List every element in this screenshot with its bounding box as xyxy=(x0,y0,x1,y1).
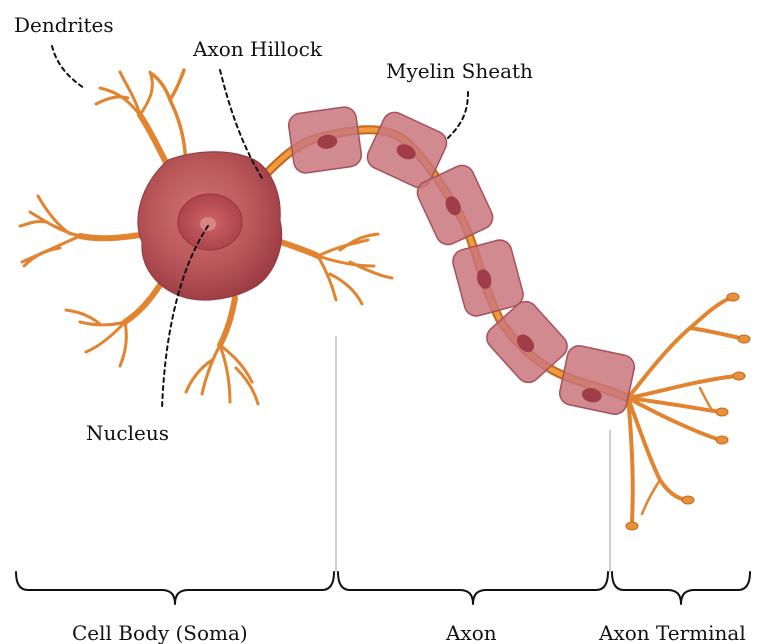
dendrite-lower xyxy=(220,298,235,345)
axon-label: Axon xyxy=(445,621,497,644)
myelin-segment xyxy=(558,344,637,417)
synaptic-knob xyxy=(733,372,745,380)
myelin-sheath-label: Myelin Sheath xyxy=(386,59,533,83)
axon-terminal-label: Axon Terminal xyxy=(598,621,746,644)
dendrite-lower-left xyxy=(125,285,160,322)
synaptic-knob xyxy=(626,522,638,530)
nucleolus xyxy=(200,217,216,231)
axon-hillock-label: Axon Hillock xyxy=(192,37,323,61)
synaptic-knob xyxy=(716,436,728,444)
nucleus-label: Nucleus xyxy=(86,421,169,445)
synaptic-knob xyxy=(727,293,739,301)
dendrite-upper-twig xyxy=(96,72,152,115)
cell-body-label: Cell Body (Soma) xyxy=(72,621,248,644)
dendrite-left xyxy=(80,235,140,238)
dendrite-lower-left-twigs xyxy=(66,310,126,366)
braces xyxy=(16,572,750,604)
brace-axon xyxy=(338,572,608,604)
dendrites-leader xyxy=(52,46,84,88)
synaptic-knob xyxy=(682,496,694,504)
brace-axon-terminal xyxy=(612,572,750,604)
synaptic-knob xyxy=(716,408,728,416)
dendrite-lower-twigs xyxy=(186,345,258,404)
brace-cell-body xyxy=(16,572,334,604)
myelin-segment xyxy=(450,237,526,318)
dendrites-label: Dendrites xyxy=(14,13,114,37)
dendrite-right-twigs xyxy=(318,234,392,304)
myelin-segment xyxy=(287,106,363,175)
synaptic-knob xyxy=(738,335,750,343)
dendrite-left-twigs xyxy=(20,196,80,266)
myelin-sheath-leader xyxy=(448,92,468,138)
